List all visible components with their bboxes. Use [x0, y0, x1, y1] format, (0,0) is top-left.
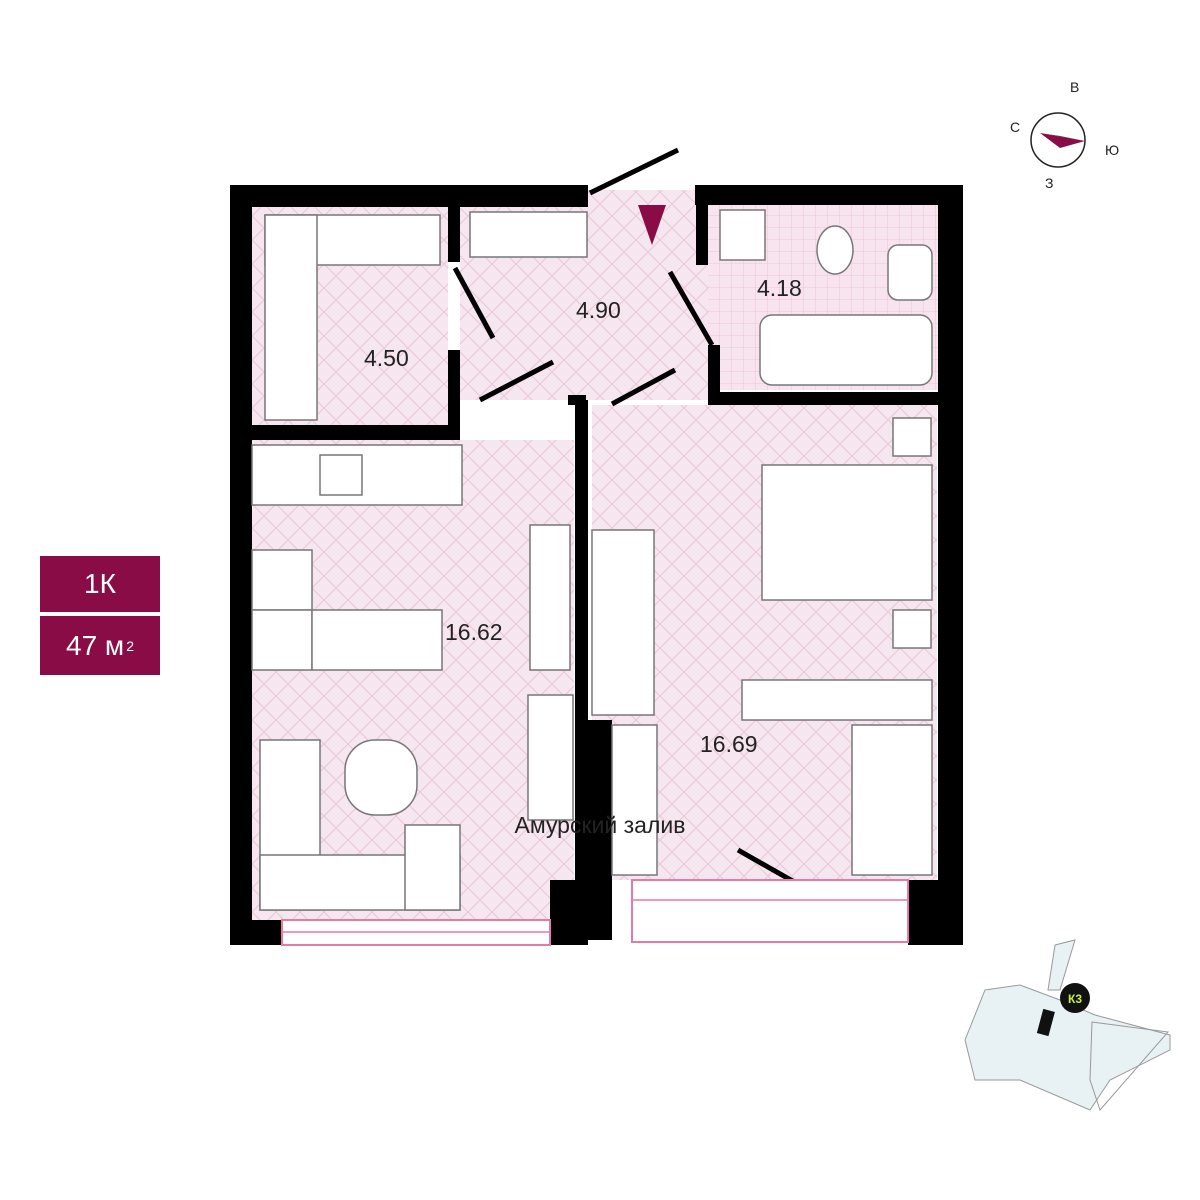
- kitchen-sink: [319, 454, 363, 496]
- locator-building-label: К3: [1068, 992, 1082, 1006]
- wall-bath-left: [696, 185, 708, 265]
- kitchen-door[interactable]: [478, 359, 555, 403]
- bathroom-door[interactable]: [667, 270, 715, 347]
- wall-bath-bottom: [708, 392, 938, 405]
- locator-building: [1036, 1008, 1055, 1037]
- apartment-area: 47 м: [66, 629, 125, 661]
- wall-bottom-left: [230, 920, 282, 945]
- area-unit-superscript: 2: [126, 637, 134, 654]
- wardrobe: [591, 529, 655, 716]
- nightstand-top: [892, 417, 932, 457]
- storage-shelving-side: [264, 214, 318, 421]
- walls: [230, 185, 963, 945]
- compass: С В Ю З: [1010, 79, 1119, 191]
- locator-site: [964, 984, 1171, 1111]
- wall-storage-right: [448, 207, 460, 262]
- wall-left: [230, 185, 252, 945]
- locator-badge: [1060, 983, 1090, 1013]
- entrance-marker: [638, 205, 666, 245]
- storage-area-label: 4.50: [364, 345, 409, 371]
- bedroom-window: [631, 879, 909, 943]
- wall-storage-right-low: [448, 350, 460, 440]
- compass-north: С: [1010, 119, 1020, 135]
- tv-stand: [527, 694, 574, 821]
- coffee-table: [344, 739, 418, 816]
- compass-south: Ю: [1105, 142, 1119, 158]
- hallway-area-label: 4.90: [576, 297, 621, 323]
- bedroom-door[interactable]: [610, 367, 677, 407]
- desk: [851, 724, 933, 876]
- wall-top-right: [695, 185, 963, 205]
- apartment-type-badge: 1К: [40, 556, 160, 612]
- compass-needle: [1040, 133, 1085, 148]
- entrance-door[interactable]: [588, 147, 680, 196]
- wall-bedroom-left-stub: [588, 720, 612, 940]
- dining-table: [311, 609, 443, 671]
- wall-right: [938, 185, 963, 945]
- waterfront-caption: Амурский залив: [514, 812, 686, 838]
- nightstand-bottom: [892, 609, 932, 649]
- washing-machine: [719, 209, 766, 261]
- wall-partition-long: [575, 400, 588, 945]
- sofa-chaise: [404, 824, 461, 911]
- bathtub: [759, 314, 933, 386]
- kitchen-side-counter: [251, 609, 313, 671]
- washbasin: [887, 244, 933, 301]
- wall-bottom-right: [908, 880, 963, 945]
- bookshelf: [611, 724, 658, 876]
- furniture: [251, 209, 933, 911]
- compass-ring: [1030, 112, 1086, 168]
- bathroom-area-label: 4.18: [757, 275, 802, 301]
- bedroom-dresser: [741, 679, 933, 721]
- storage-door[interactable]: [452, 266, 496, 340]
- wall-storage-bottom: [252, 425, 460, 440]
- toilet: [816, 225, 854, 275]
- kitchen-stove: [251, 549, 313, 611]
- wall-top-left: [230, 185, 588, 207]
- kitchen-living-area-label: 16.62: [445, 619, 503, 645]
- windows: [281, 879, 909, 946]
- room-labels: 4.50 4.90 4.18 16.62 16.69: [364, 275, 802, 757]
- locator-map: К3: [964, 939, 1171, 1111]
- tv-cabinet: [529, 524, 571, 671]
- wall-bath-left-low: [708, 345, 720, 405]
- bed: [761, 464, 933, 601]
- apartment-type: 1К: [84, 568, 116, 599]
- compass-east: В: [1070, 79, 1079, 95]
- compass-west: З: [1045, 175, 1053, 191]
- bedroom-area-label: 16.69: [700, 731, 758, 757]
- hallway-bench: [469, 211, 588, 258]
- wall-bottom-mid-left: [550, 880, 575, 945]
